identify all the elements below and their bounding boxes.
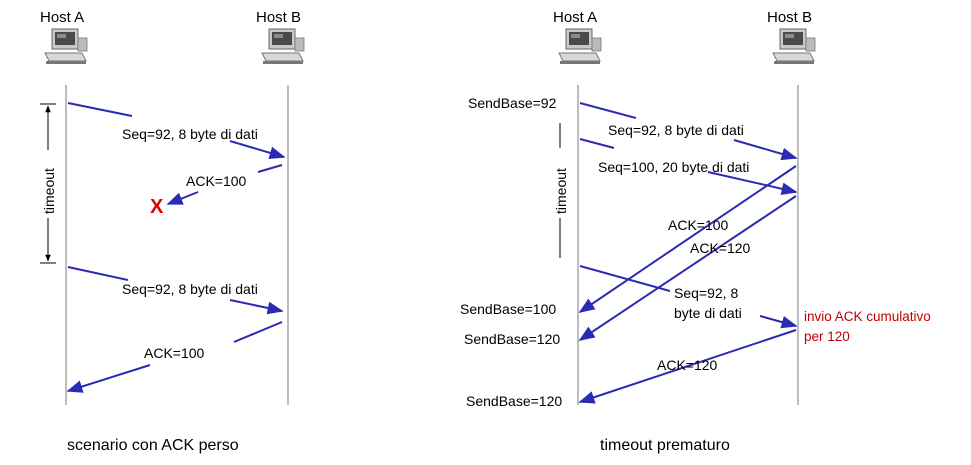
ack-label: ACK=100 <box>668 217 729 233</box>
segment-label: Seq=92, 8 byte di dati <box>122 281 258 297</box>
ack-label: ACK=120 <box>657 357 718 373</box>
ack-arrow <box>166 164 283 205</box>
timeout-bracket: timeout <box>40 103 57 264</box>
timeout-label: timeout <box>41 168 57 214</box>
ack-label: ACK=100 <box>144 345 205 361</box>
caption: scenario con ACK perso <box>67 437 239 454</box>
segment-label: byte di dati <box>674 305 742 321</box>
ack-arrow <box>578 329 797 404</box>
timeout-bracket: timeout <box>553 123 569 258</box>
segment-arrow <box>579 138 798 196</box>
right-scenario: Host A Host B timeout SendBase=92 Seq=92… <box>460 9 931 454</box>
host-b-label: Host B <box>767 9 812 26</box>
segment-label: Seq=92, 8 <box>674 285 738 301</box>
caption: timeout prematuro <box>600 437 730 454</box>
sendbase-label: SendBase=92 <box>468 95 557 111</box>
segment-label: Seq=92, 8 byte di dati <box>608 122 744 138</box>
segment-arrow <box>579 102 798 161</box>
timeout-label: timeout <box>553 168 569 214</box>
segment-label: Seq=92, 8 byte di dati <box>122 126 258 142</box>
loss-mark: X <box>150 196 164 218</box>
computer-icon <box>44 28 88 65</box>
ack-label: ACK=120 <box>690 240 751 256</box>
computer-icon <box>261 28 305 65</box>
sendbase-label: SendBase=100 <box>460 301 556 317</box>
note-text: invio ACK cumulativo <box>804 309 931 324</box>
computer-icon <box>558 28 602 65</box>
note-text: per 120 <box>804 329 850 344</box>
host-a-label: Host A <box>40 9 84 26</box>
ack-arrow <box>578 195 797 341</box>
label-backdrop <box>670 284 760 322</box>
segment-arrow <box>67 266 284 315</box>
ack-arrow <box>578 165 797 313</box>
sendbase-label: SendBase=120 <box>464 331 560 347</box>
ack-arrow <box>66 321 283 393</box>
segment-label: Seq=100, 20 byte di dati <box>598 159 749 175</box>
left-scenario: Host A Host B timeout Seq=92, 8 byte di … <box>40 9 305 454</box>
host-b-label: Host B <box>256 9 301 26</box>
computer-icon <box>772 28 816 65</box>
sendbase-label: SendBase=120 <box>466 393 562 409</box>
ack-label: ACK=100 <box>186 173 247 189</box>
segment-arrow <box>67 102 286 160</box>
host-a-label: Host A <box>553 9 597 26</box>
